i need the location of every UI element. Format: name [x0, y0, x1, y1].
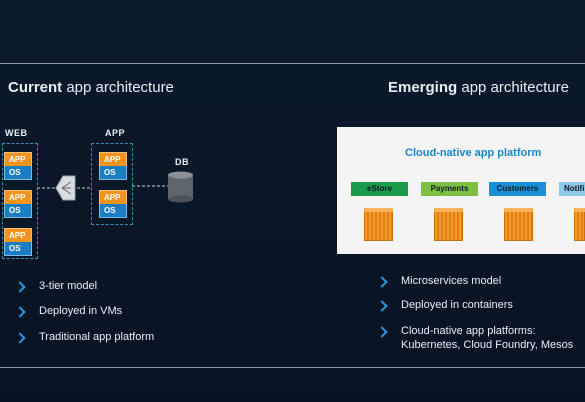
web-vm-1: APP OS [4, 152, 32, 180]
right-bullet-3: Cloud-native app platforms: [401, 325, 536, 337]
title-bold: Emerging [388, 79, 458, 96]
app-vm-2: APP OS [99, 190, 127, 218]
web-vm-3: APP OS [4, 228, 32, 256]
app-tier-group [91, 143, 133, 225]
right-bullet-3-continued: Kubernetes, Cloud Foundry, Mesos [401, 339, 574, 351]
vm-app-layer: APP [99, 152, 127, 166]
database-icon [168, 171, 193, 203]
vm-app-layer: APP [99, 190, 127, 204]
app-label: APP [105, 128, 126, 138]
vm-os-layer: OS [4, 166, 32, 180]
current-architecture-title: Current app architecture [8, 79, 174, 96]
right-bullet-1: Microservices model [401, 275, 502, 287]
container-icon [574, 208, 585, 241]
service-payments: Payments [421, 182, 478, 196]
service-notifi: Notifi [559, 182, 585, 196]
left-bullet-1: 3-tier model [39, 280, 98, 292]
db-label: DB [175, 157, 189, 167]
web-tier-group [2, 143, 38, 259]
service-customers: Customers [489, 182, 546, 196]
emerging-architecture-title: Emerging app architecture [388, 79, 569, 96]
cloud-native-platform-panel: Cloud-native app platform eStore Payment… [337, 127, 585, 254]
vm-app-layer: APP [4, 190, 32, 204]
vm-os-layer: OS [99, 204, 127, 218]
title-bold: Current [8, 79, 63, 96]
vm-os-layer: OS [99, 166, 127, 180]
web-label: WEB [5, 128, 28, 138]
title-rest: app architecture [457, 79, 569, 96]
vm-os-layer: OS [4, 242, 32, 256]
container-icon [504, 208, 533, 241]
container-icon [434, 208, 463, 241]
left-bullet-3: Traditional app platform [39, 331, 155, 343]
app-vm-1: APP OS [99, 152, 127, 180]
vm-os-layer: OS [4, 204, 32, 218]
title-rest: app architecture [62, 79, 174, 96]
container-icon [364, 208, 393, 241]
vm-app-layer: APP [4, 228, 32, 242]
load-balancer-icon [55, 175, 76, 201]
bottom-divider [0, 367, 585, 368]
panel-title: Cloud-native app platform [405, 147, 542, 159]
right-bullet-2: Deployed in containers [401, 299, 513, 311]
top-divider [0, 63, 585, 64]
vm-app-layer: APP [4, 152, 32, 166]
left-bullet-2: Deployed in VMs [39, 305, 123, 317]
service-estore: eStore [351, 182, 408, 196]
web-vm-2: APP OS [4, 190, 32, 218]
